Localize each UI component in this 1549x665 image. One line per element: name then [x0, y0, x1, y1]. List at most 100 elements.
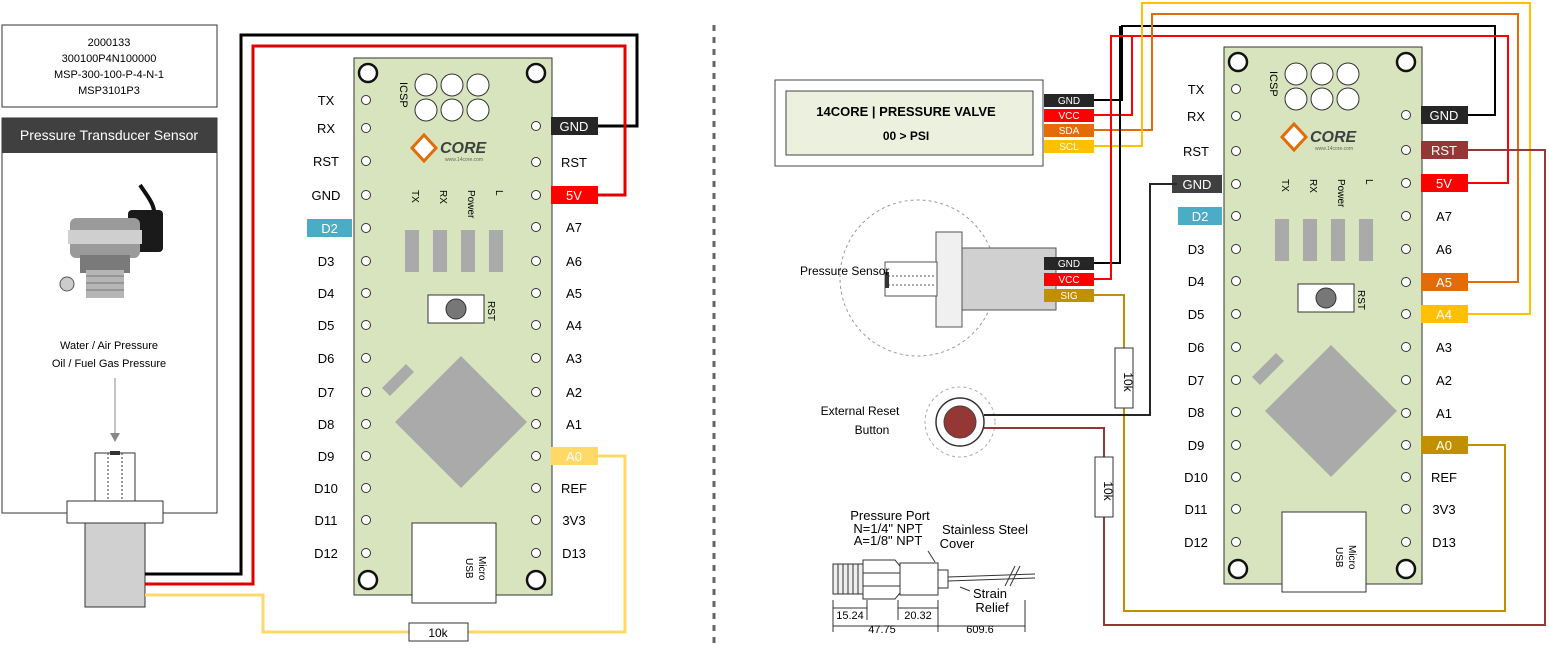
icsp-label: ICSP [397, 82, 409, 108]
pin-hole [531, 451, 541, 461]
sensor-pin-sig-label: SIG [1060, 291, 1077, 302]
led-label: TX [409, 190, 420, 203]
part-number-3: MSP-300-100-P-4-N-1 [54, 69, 164, 81]
wire-gnd [145, 33, 639, 576]
pin-hole [1401, 504, 1411, 514]
resistor-10k-a [1114, 347, 1134, 409]
wire-sensor-sig [1094, 294, 1506, 612]
pin-label-d9: D9 [1188, 438, 1205, 453]
pin-hole [1231, 244, 1241, 254]
chip-marker [382, 364, 414, 396]
wire-sensor-vcc [1094, 35, 1132, 280]
pin-label-a6: A6 [1436, 242, 1452, 257]
pin-label-a3: A3 [566, 351, 582, 366]
spec-port-title: Pressure Port [850, 508, 930, 523]
pin-label-rx: RX [317, 121, 335, 136]
pin-hole [1231, 440, 1241, 450]
pin-hole [1231, 472, 1241, 482]
lcd-pin-vcc [1044, 109, 1094, 122]
led [433, 230, 447, 272]
pin-hole [361, 223, 371, 233]
pin-label-a3: A3 [1436, 340, 1452, 355]
icsp-pin [1284, 87, 1308, 111]
pin-badge-a0 [1421, 436, 1468, 454]
pin-hole [361, 515, 371, 525]
spec-relief-1: Strain [973, 586, 1007, 601]
resistor-label-left: 10k [428, 626, 448, 640]
pin-hole [531, 288, 541, 298]
pin-hole [1401, 277, 1411, 287]
led [405, 230, 419, 272]
wire-reset-d2 [984, 183, 1177, 416]
wire-vcc [145, 44, 627, 586]
logo-icon [1279, 121, 1309, 153]
sensor-body [959, 247, 1057, 311]
pin-label-d3: D3 [1188, 242, 1205, 257]
pin-hole [531, 515, 541, 525]
icsp-pin [414, 73, 438, 97]
pin-hole [361, 353, 371, 363]
pin-label-a4: A4 [1436, 307, 1452, 322]
pin-hole [1231, 84, 1241, 94]
pin-hole [1401, 110, 1411, 120]
pin-label-a5: A5 [1436, 275, 1452, 290]
pin-label-rst: RST [1431, 143, 1457, 158]
pin-hole [531, 222, 541, 232]
pin-label-a6: A6 [566, 254, 582, 269]
lcd-pin-labels: GND VCC SDA SCL [1044, 94, 1094, 153]
mounting-hole [525, 569, 547, 591]
pin-hole [1401, 178, 1411, 188]
pin-hole [1231, 537, 1241, 547]
pin-hole [1401, 408, 1411, 418]
icsp-pin [466, 73, 490, 97]
icsp-pin [1336, 62, 1360, 86]
pin-hole [361, 548, 371, 558]
pin-hole [1231, 276, 1241, 286]
lcd-screen [785, 90, 1034, 156]
pin-label-d5: D5 [1188, 307, 1205, 322]
pin-hole [1231, 504, 1241, 514]
pin-label-3v3: 3V3 [562, 513, 585, 528]
lcd-pin-sda [1044, 124, 1094, 137]
pin-label-a7: A7 [1436, 209, 1452, 224]
pin-hole [361, 156, 371, 166]
pin-hole [361, 123, 371, 133]
wire-sensor-gnd [1094, 26, 1121, 264]
application-line-2: Oil / Fuel Gas Pressure [52, 358, 166, 370]
sensor-port [884, 261, 938, 297]
mounting-hole [1395, 558, 1417, 580]
led-label: L [1363, 179, 1374, 185]
wire-lcd-gnd [1094, 25, 1496, 116]
pin-label-d11: D11 [315, 513, 338, 528]
pin-hole [1401, 537, 1411, 547]
pin-badge-gnd [551, 117, 598, 135]
reset-switch-knob [1315, 287, 1337, 309]
pin-hole [531, 256, 541, 266]
pin-hole [361, 451, 371, 461]
lcd-pin-gnd-label: GND [1058, 96, 1080, 107]
dim-15-24: 15.24 [836, 610, 864, 622]
part-number-1: 2000133 [88, 37, 131, 49]
lcd-pin-scl [1044, 140, 1094, 153]
pin-label-a2: A2 [566, 385, 582, 400]
icsp-pin [1284, 62, 1308, 86]
pin-hole [1401, 145, 1411, 155]
micro-usb-port [1281, 511, 1367, 593]
board-pcb [353, 57, 553, 596]
pin-label-d13: D13 [1432, 535, 1456, 550]
led-label: RX [1307, 179, 1318, 193]
logo-url: www.14core.com [1315, 146, 1353, 152]
pin-label-d9: D9 [318, 449, 335, 464]
pin-hole [1231, 342, 1241, 352]
application-line-1: Water / Air Pressure [60, 340, 158, 352]
spec-port-line-2: A=1/8" NPT [854, 533, 923, 548]
led [1359, 219, 1373, 261]
mounting-hole [1395, 51, 1417, 73]
part-number-box [1, 24, 218, 108]
reset-button-halo [924, 386, 996, 458]
pin-hole [1401, 342, 1411, 352]
pin-label-tx: TX [318, 93, 335, 108]
wire-lcd-scl [1094, 2, 1531, 315]
spec-cover-2: Cover [940, 536, 975, 551]
